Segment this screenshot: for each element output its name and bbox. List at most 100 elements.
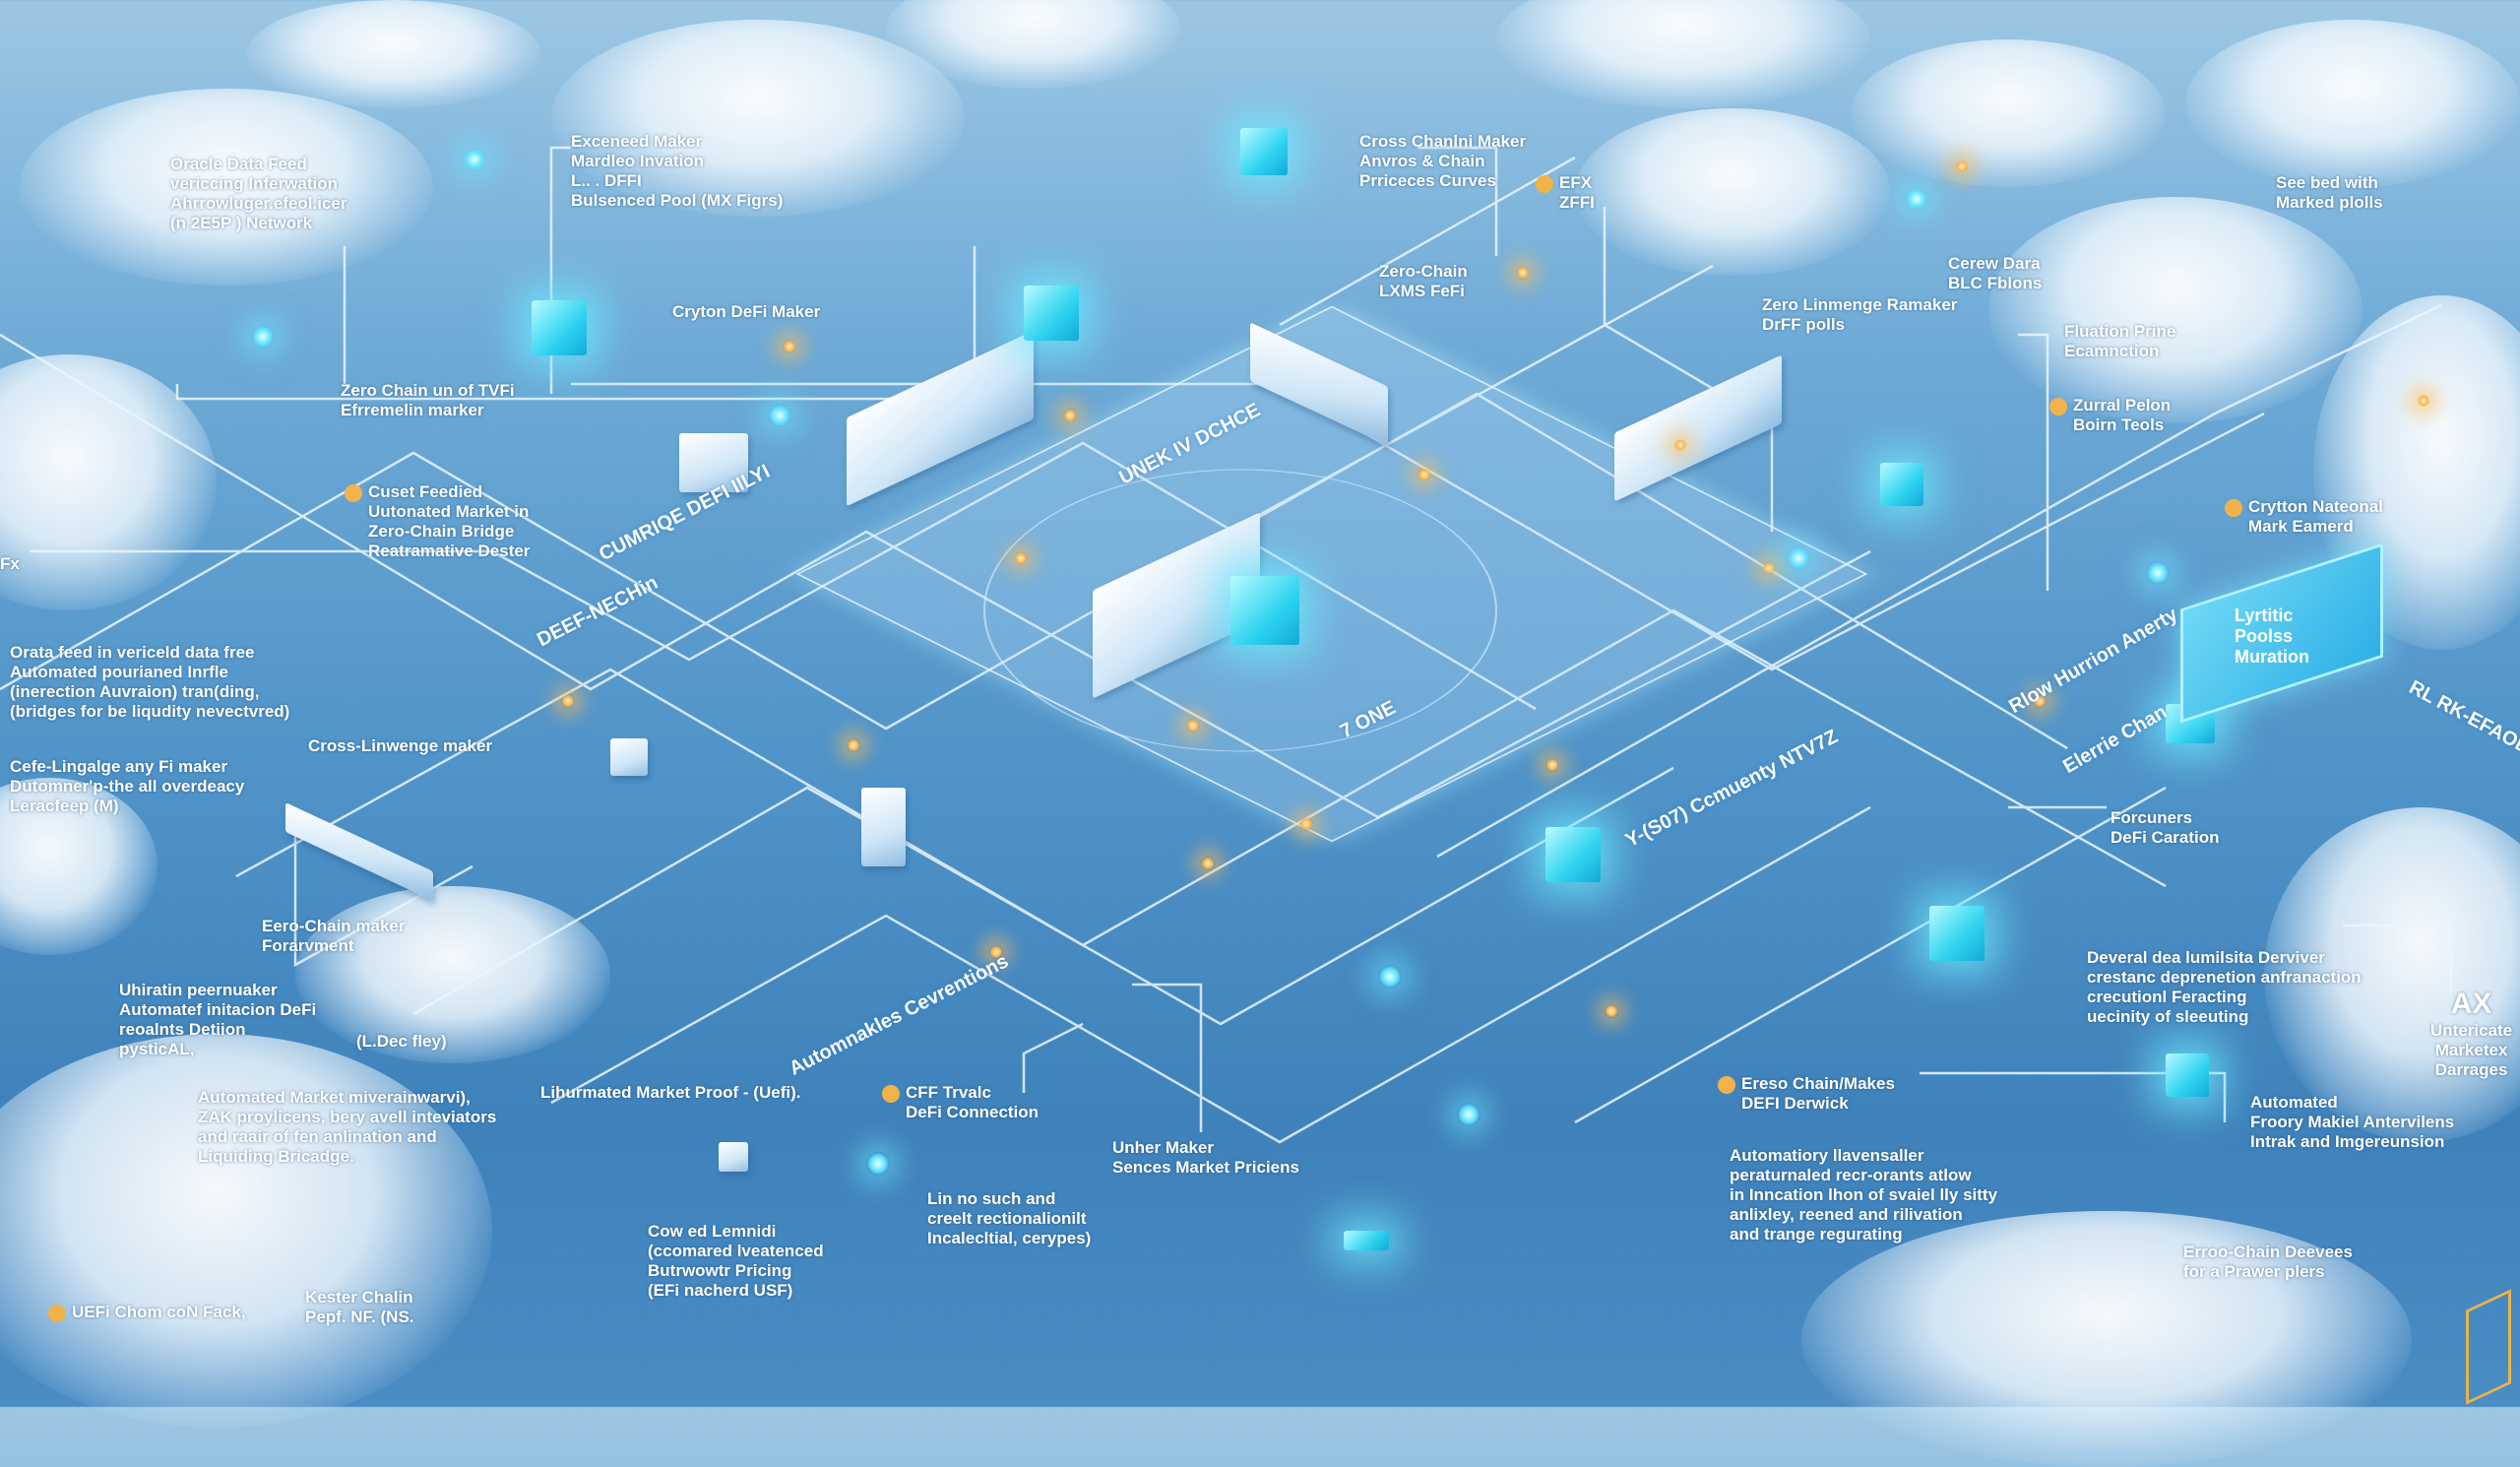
label-line: See bed with	[2276, 173, 2378, 192]
label-line: Uhiratin peernuaker	[119, 981, 278, 999]
label-line: DeFi Caration	[2110, 828, 2220, 847]
cloud	[551, 20, 965, 217]
lyrtitic-pools-label: Lyrtitic Poolss Muration	[2235, 606, 2309, 668]
label-line: Ereso Chain/Makes	[1741, 1074, 1895, 1093]
glow-node-icon	[463, 148, 486, 171]
annotation-label: Lihurmated Market Proof - (Uefi).	[540, 1083, 800, 1103]
connector-line	[1210, 264, 1714, 543]
coin-icon	[1718, 1075, 1735, 1094]
label-line: Froory Makiel Antervilens	[2250, 1113, 2455, 1131]
connector-line	[293, 807, 473, 968]
label-line: Incalecltial, cerypes)	[927, 1229, 1092, 1247]
label-line: and trange regurating	[1730, 1225, 1903, 1244]
coin-icon	[1536, 174, 1553, 193]
label-line: Eero-Chain maker	[262, 917, 406, 935]
label-line: Automated	[2250, 1093, 2338, 1112]
connector-line	[1603, 207, 1774, 532]
label-line: Zero Chain un of TVFi	[341, 381, 515, 400]
spark-icon	[1516, 266, 1530, 280]
spark-icon	[1299, 817, 1313, 831]
spark-icon	[561, 694, 575, 708]
connector-line	[0, 392, 2068, 750]
label-line: crecutionl Feracting	[2087, 988, 2247, 1006]
annotation-label: Cryton DeFi Maker	[672, 302, 820, 322]
label-line: in Inncation lhon of svaiel lly sitty	[1730, 1185, 1998, 1204]
glowing-cube	[1545, 827, 1601, 882]
label-line: vericcing Inferwation	[170, 174, 339, 193]
connector-line	[1920, 1071, 2227, 1122]
connector-line	[1132, 983, 1203, 1132]
label-line: Cross-Linwenge maker	[308, 736, 493, 755]
label-line: anlixley, reened and rilivation	[1730, 1205, 1963, 1224]
spark-icon	[1545, 758, 1559, 772]
label-line: Cerew Dara	[1948, 254, 2041, 273]
cloud	[0, 1034, 492, 1428]
label-line: Automatiory llavensaller	[1730, 1146, 1924, 1165]
spark-icon	[2033, 694, 2047, 708]
label-line: ZAK proylicens, bery avell inteviators	[198, 1108, 497, 1126]
label-line: Reatramative Dester	[368, 542, 531, 560]
glowing-cube	[1344, 1231, 1389, 1250]
spark-icon	[1201, 857, 1215, 870]
label-line: Orata feed in vericeld data free	[10, 643, 255, 662]
label-line: CFF Trvalc	[906, 1083, 991, 1102]
label-line: Mark Eamerd	[2248, 517, 2354, 536]
spark-icon	[1418, 468, 1431, 481]
glow-node-icon	[1378, 965, 1402, 989]
coin-icon	[2225, 498, 2242, 517]
label-line: (bridges for be liqudity nevectvred)	[10, 702, 290, 721]
cloud	[1988, 197, 2362, 423]
label-line: LXMS FeFi	[1379, 282, 1465, 300]
coin-icon	[48, 1304, 66, 1322]
label-line: Muration	[2235, 647, 2309, 667]
annotation-label: (L.Dec fley)	[356, 1032, 447, 1052]
spark-icon	[847, 738, 860, 752]
label-line: Poolss	[2235, 626, 2294, 646]
label-line: Lihurmated Market Proof - (Uefi).	[540, 1083, 801, 1102]
label-line: Butrwowtr Pricing	[648, 1261, 792, 1280]
label-line: ZFFI	[1559, 193, 1595, 212]
label-line: and raair of fen anlination and	[198, 1127, 437, 1146]
label-line: Cefe-Lingalge any Fi maker	[10, 757, 228, 776]
connector-line	[1418, 146, 1498, 256]
label-line: Unher Maker	[1112, 1138, 1214, 1157]
label-line: Automatef initacion DeFi	[119, 1000, 317, 1019]
label-line: Forcuners	[2110, 808, 2193, 827]
label-line: Oracle Data Feed	[170, 155, 307, 173]
label-line: Mardleo Invation	[571, 152, 705, 170]
label-line: Cow ed Lemnidi	[648, 1222, 777, 1241]
cloud	[20, 89, 433, 286]
connector-line	[1436, 303, 2442, 859]
spark-icon	[783, 340, 796, 353]
glowing-cube	[2166, 1053, 2209, 1097]
label-line: Erroo-Chain Deevees	[2183, 1243, 2353, 1261]
circuit-lines	[0, 146, 2453, 1144]
cloud	[2185, 20, 2520, 187]
label-line: Liquiding Bricadge.	[198, 1147, 354, 1166]
label-line: Zero-Chain Bridge	[368, 522, 515, 541]
label-line: Lyrtitic	[2235, 606, 2294, 625]
label-line: for a Prawer plers	[2183, 1262, 2325, 1281]
glow-node-icon	[1905, 187, 1928, 211]
connector-line	[550, 805, 1871, 1144]
spark-icon	[1955, 159, 1969, 173]
spark-icon	[1063, 409, 1077, 422]
label-line: (inerection Auvraion) tran(ding,	[10, 682, 260, 701]
spark-icon	[1186, 719, 1200, 733]
spark-icon	[989, 945, 1003, 959]
connector-line	[0, 333, 1871, 819]
glow-node-icon	[2146, 561, 2170, 585]
